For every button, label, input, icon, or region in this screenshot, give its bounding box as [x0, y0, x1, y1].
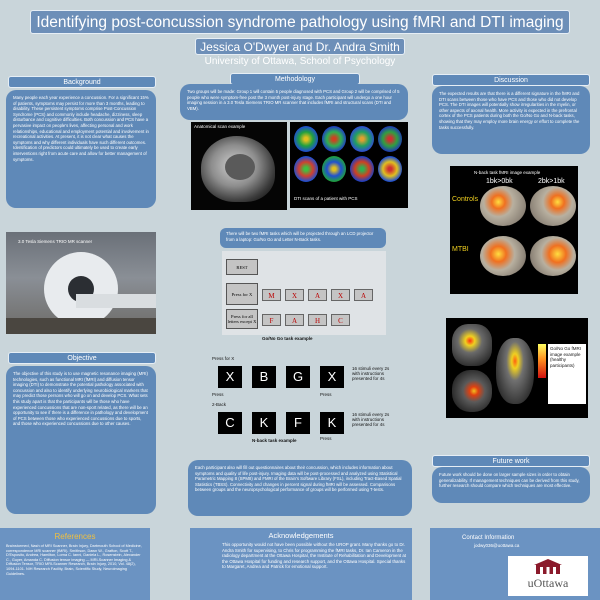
mri-scanner-photo: 3.0 Tesla Siemens TRIO MR scanner	[6, 232, 156, 334]
poster-affiliation: University of Ottawa, School of Psycholo…	[204, 56, 396, 67]
acknowledgements-heading: Acknowledgements	[268, 531, 334, 540]
gonogo-row1-item: A	[354, 289, 373, 301]
references-panel: References Brainstormed, Nash of MRI Sca…	[0, 528, 150, 600]
gonogo-row2-item: C	[331, 314, 350, 326]
references-heading: References	[54, 532, 96, 541]
nback-fmri-left-label: 1bk>0bk	[486, 178, 513, 185]
gonogo-caption: Go/No Go task example	[262, 336, 313, 341]
poster-title: Identifying post-concussion syndrome pat…	[30, 10, 570, 34]
future-work-text: Future work should be done on larger sam…	[432, 467, 590, 503]
fmri-tasks-text: There will be two fMRI tasks which will …	[220, 228, 386, 248]
dti-caption: DTI scans of a patient with PCS	[294, 196, 358, 201]
dti-scans-grid: DTI scans of a patient with PCS	[290, 122, 408, 208]
nback-row2-tile: K	[252, 412, 276, 434]
nback-row1-tile: G	[286, 366, 310, 388]
gonogo-row1-item: M	[262, 289, 281, 301]
nback-press-for-x: Press for X	[212, 356, 235, 361]
nback-row2-tile: F	[286, 412, 310, 434]
background-text: Many people each year experience a concu…	[6, 90, 156, 208]
gonogo-fmri-caption: Go/No Go fMRI image example (healthy par…	[548, 344, 586, 404]
controls-label: Controls	[452, 196, 479, 203]
contact-panel: Contact Information jodwy036@uottawa.ca …	[430, 528, 600, 600]
gonogo-fmri-figure: Go/No Go fMRI image example (healthy par…	[446, 318, 588, 418]
scanner-label: 3.0 Tesla Siemens TRIO MR scanner	[18, 239, 93, 244]
poster-authors: Jessica O'Dwyer and Dr. Andra Smith	[195, 38, 405, 55]
nback-row2-tile: C	[218, 412, 242, 434]
methodology-intro: Two groups will be made: Group 1 will co…	[180, 84, 408, 120]
acknowledgements-panel: Acknowledgements This opportunity would …	[190, 528, 412, 600]
future-work-heading: Future work	[432, 455, 590, 467]
contact-heading: Contact Information	[462, 535, 515, 541]
contact-email[interactable]: jodwy036@uottawa.ca	[474, 543, 520, 548]
gonogo-row2-item: A	[285, 314, 304, 326]
objective-text: The objective of this study is to use ma…	[6, 366, 156, 514]
uottawa-logo: uOttawa	[508, 556, 588, 596]
nback-row1-tile: X	[320, 366, 344, 388]
mtbi-label: MTBI	[452, 246, 469, 253]
university-crest-icon	[532, 559, 564, 575]
nback-fmri-right-label: 2bk>1bk	[538, 178, 565, 185]
gonogo-press-all: Press for all letters except X	[226, 309, 258, 329]
gonogo-row1-item: A	[308, 289, 327, 301]
nback-row1-note: 16 stimuli every 2s with instructions pr…	[352, 366, 390, 381]
references-text: Brainstormed, Nash of MRI Scanner, Brain…	[6, 544, 142, 576]
acknowledgements-text: This opportunity would not have been pos…	[222, 542, 407, 569]
nback-row1-tile: B	[252, 366, 276, 388]
nback-fmri-title: N-back task fMRI image example	[474, 170, 541, 175]
uottawa-wordmark: uOttawa	[527, 576, 569, 590]
gonogo-row2-item: F	[262, 314, 281, 326]
background-heading: Background	[8, 76, 156, 88]
nback-press-1: Press	[212, 392, 224, 397]
nback-caption: N-back task example	[252, 438, 297, 443]
gonogo-row1-item: X	[285, 289, 304, 301]
gonogo-row2-item: H	[308, 314, 327, 326]
gonogo-press-x: Press for X	[226, 283, 258, 305]
nback-back-label: 2-Back	[212, 402, 227, 407]
gonogo-diagram: REST Press for X M X A X A Press for all…	[222, 251, 386, 335]
gonogo-rest: REST	[226, 259, 258, 275]
nback-row1-tile: X	[218, 366, 242, 388]
nback-press-3: Press	[320, 436, 332, 441]
nback-fmri-figure: N-back task fMRI image example 1bk>0bk 2…	[450, 166, 578, 294]
discussion-heading: Discussion	[432, 74, 590, 86]
analysis-text: Each participant also will fill out ques…	[188, 460, 412, 516]
nback-row2-note: 16 stimuli every 2s with instructions pr…	[352, 412, 390, 427]
discussion-text: The expected results are that there is a…	[432, 86, 590, 154]
anatomical-label: Anatomical scan example	[194, 124, 246, 129]
anatomical-scan-image: Anatomical scan example	[191, 122, 287, 210]
nback-press-2: Press	[320, 392, 332, 397]
objective-heading: Objective	[8, 352, 156, 364]
gonogo-row1-item: X	[331, 289, 350, 301]
nback-row2-tile: K	[320, 412, 344, 434]
